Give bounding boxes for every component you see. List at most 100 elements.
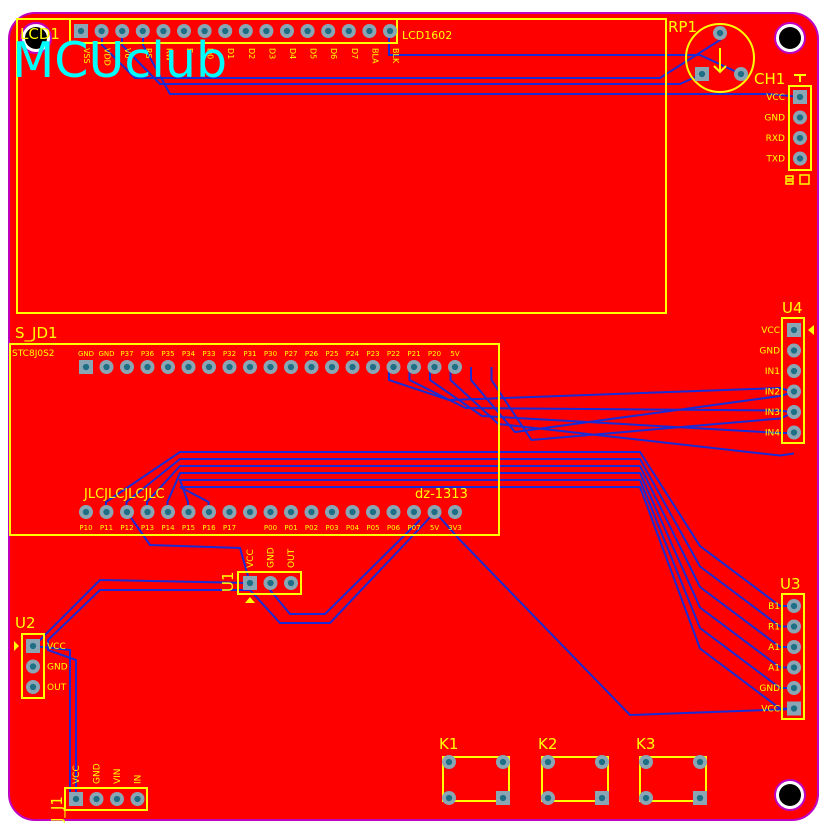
mcu-bottom-pin-pad-hole [410,508,418,516]
mcu-bottom-pin-pad-hole [308,508,315,516]
u3-pin-label: R1 [768,623,780,633]
lcd-pin-label: D4 [288,48,297,59]
lcd-rp1-trace [121,31,703,85]
mcu-top-pin-label: P33 [202,350,215,358]
lcd-ref-label: LCD1 [20,25,60,43]
mcu-top-pin-pad-hole [451,363,459,371]
mcu-bottom-pin-pad-hole [328,508,336,516]
mcu-u4-trace [429,367,794,434]
u4-pin-label: IN3 [765,408,780,418]
k3-pad-hole [642,794,650,802]
j1-ref-label: J_J1 [48,796,67,823]
k3-pad-hole [642,758,650,766]
mcu-top-pin-label: P34 [182,350,196,358]
u2-pin-label: GND [47,663,68,673]
mcu-top-pin-pad-hole [267,363,274,371]
lcd-pin-label: BLK [391,48,400,64]
ch1-pin-pad-hole [796,114,804,121]
u4-pin1-marker [808,325,814,335]
rp1-pad-hole [716,29,724,37]
lcd-pin-label: D2 [247,48,256,59]
k1-pad-hole [499,758,507,766]
mcu-top-pin-label: P22 [387,350,400,358]
lcd-pin-label: D6 [329,48,338,59]
board-body [8,12,819,821]
lcd-pin-pad-hole [345,27,352,35]
k3-pad-hole [696,794,704,802]
mcu-u3-bus-trace [178,479,794,689]
u1-pin-label: GND [267,547,277,568]
mcu-top-pin-label: P31 [243,350,256,358]
mcu-u1-out-trace [249,511,436,624]
lcd-pin-label: E [185,48,194,53]
mcu-top-pin-label: P23 [366,350,379,358]
mounting-hole-inner [779,784,801,806]
lcd-pin-pad-hole [98,27,105,35]
lcd-pin-pad-hole [201,27,208,35]
u3-pin-label: GND [759,684,780,694]
u3-pin-pad-hole [790,602,798,610]
u3-pin-pad-hole [790,705,798,712]
mcu-model-label: STC8J0S2 [12,349,55,359]
lcd-pin-pad-hole [222,27,229,35]
j1-pin-pad-hole [134,795,141,803]
lcd-pin-pad-hole [325,27,332,35]
mcu-bottom-pin-label: P03 [325,524,338,532]
lcd-ch1-trace [142,31,801,98]
mcu-silk-dz: dz-1313 [415,487,468,502]
mcu-top-pin-label: P32 [223,350,236,358]
u3-pin-pad-hole [790,684,798,692]
u2-pin-pad-hole [29,663,37,670]
u1-pin-label: VCC [246,549,256,568]
k3-outline [639,756,707,802]
mcu-bottom-pin-pad-hole [390,508,397,516]
ch1-marker [794,74,806,82]
k2-outline [541,756,609,802]
lcd-pin-pad-hole [242,27,249,35]
mcu-top-pin-label: P30 [264,350,277,358]
mcu-bottom-pin-label: P17 [223,524,236,532]
lcd-pin-label: RW [164,48,173,61]
mcu-top-pin-pad-hole [246,363,254,371]
mcu-top-pin-label: P37 [120,350,133,358]
u4-pin-label: GND [759,347,780,357]
rp1-pad-hole [737,70,745,78]
k1-pad-hole [445,794,453,802]
mcu-silk-jlc: JLCJLCJLCJLC [83,487,165,502]
lcd-pin-pad-hole [366,27,373,35]
ch1-ref-label: CH1 [754,70,785,88]
u3-pin-label: A1 [768,664,780,674]
mcu-top-pin-label: P21 [407,350,420,358]
mcu-top-pin-pad-hole [164,363,172,371]
lcd-pin-label: D5 [309,48,318,59]
ch1-mark [799,174,810,185]
u3-outline [781,593,805,720]
mounting-hole-inner [779,27,801,49]
u4-pin-label: IN4 [765,429,780,439]
ch1-mark [785,180,794,185]
mcu-bottom-pin-label: P16 [202,524,216,532]
u1-pin1-marker [245,597,255,603]
mcuclub-logo: MCUclub [12,32,227,89]
k2-pad-hole [598,758,606,766]
u4-pin-label: IN2 [765,388,780,398]
u3-ref-label: U3 [780,575,801,593]
u1-outline [237,571,302,595]
k1-ref-label: K1 [439,735,458,753]
lcd-pin-pad-hole [139,27,146,35]
mcu-bottom-pin-pad-hole [185,508,192,516]
mcu-top-pin-label: P24 [346,350,360,358]
rp1-pad-hole [698,70,706,78]
lcd-pin-pad-hole [304,27,311,35]
mcu-top-pin-pad-hole [144,363,151,371]
mcu-bottom-pin-pad-hole [144,508,151,516]
u4-pin-pad-hole [790,408,798,416]
lcd-pin-label: RS [144,48,153,59]
pad-layer [14,24,814,806]
mcu-top-pin-label: GND [78,350,94,358]
mounting-holes [20,22,806,811]
mcu-outline [9,343,500,536]
mcu-top-pin-pad-hole [349,363,356,371]
